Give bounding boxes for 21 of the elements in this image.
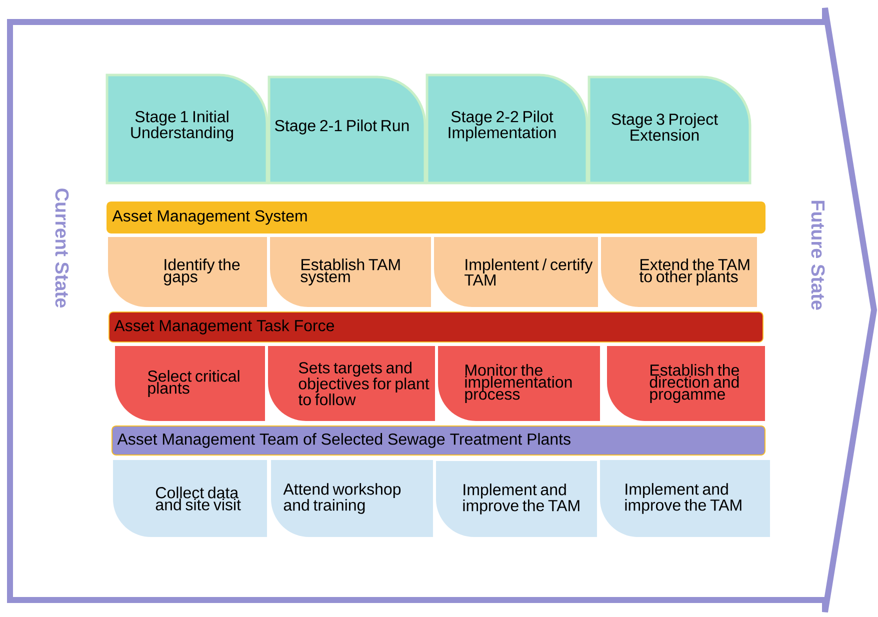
task-box: Sets targets and objectives for plant to follow: [268, 346, 435, 421]
side-label: Current State: [55, 188, 69, 308]
band-header: Asset Management System: [106, 202, 766, 234]
stage-box: Stage 2-2 Pilot Implementation: [426, 74, 588, 184]
stage-box: Stage 3 Project Extension: [588, 76, 752, 184]
task-box: Implentent / certify TAM: [434, 237, 598, 307]
band-header: Asset Management Task Force: [108, 312, 764, 342]
stage-box: Stage 1 Initial Understanding: [106, 74, 268, 184]
task-box: Extend the TAM to other plants: [601, 237, 757, 307]
task-box: Monitor the implementation process: [438, 346, 600, 421]
task-box: Establish the direction and progamme: [607, 346, 765, 421]
task-box: Select critical plants: [115, 346, 265, 421]
task-box: Attend workshop and training: [271, 460, 433, 537]
band-header: Asset Management Team of Selected Sewage Treatment Plants: [112, 426, 766, 456]
task-box: Identify the gaps: [108, 237, 267, 307]
task-box: Implement and improve the TAM: [436, 461, 597, 537]
task-box: Implement and improve the TAM: [600, 460, 770, 537]
task-box: Collect data and site visit: [113, 460, 267, 537]
stage-box: Stage 2-1 Pilot Run: [268, 76, 426, 184]
side-label: Future State: [811, 200, 825, 310]
task-box: Establish TAM system: [270, 237, 431, 307]
